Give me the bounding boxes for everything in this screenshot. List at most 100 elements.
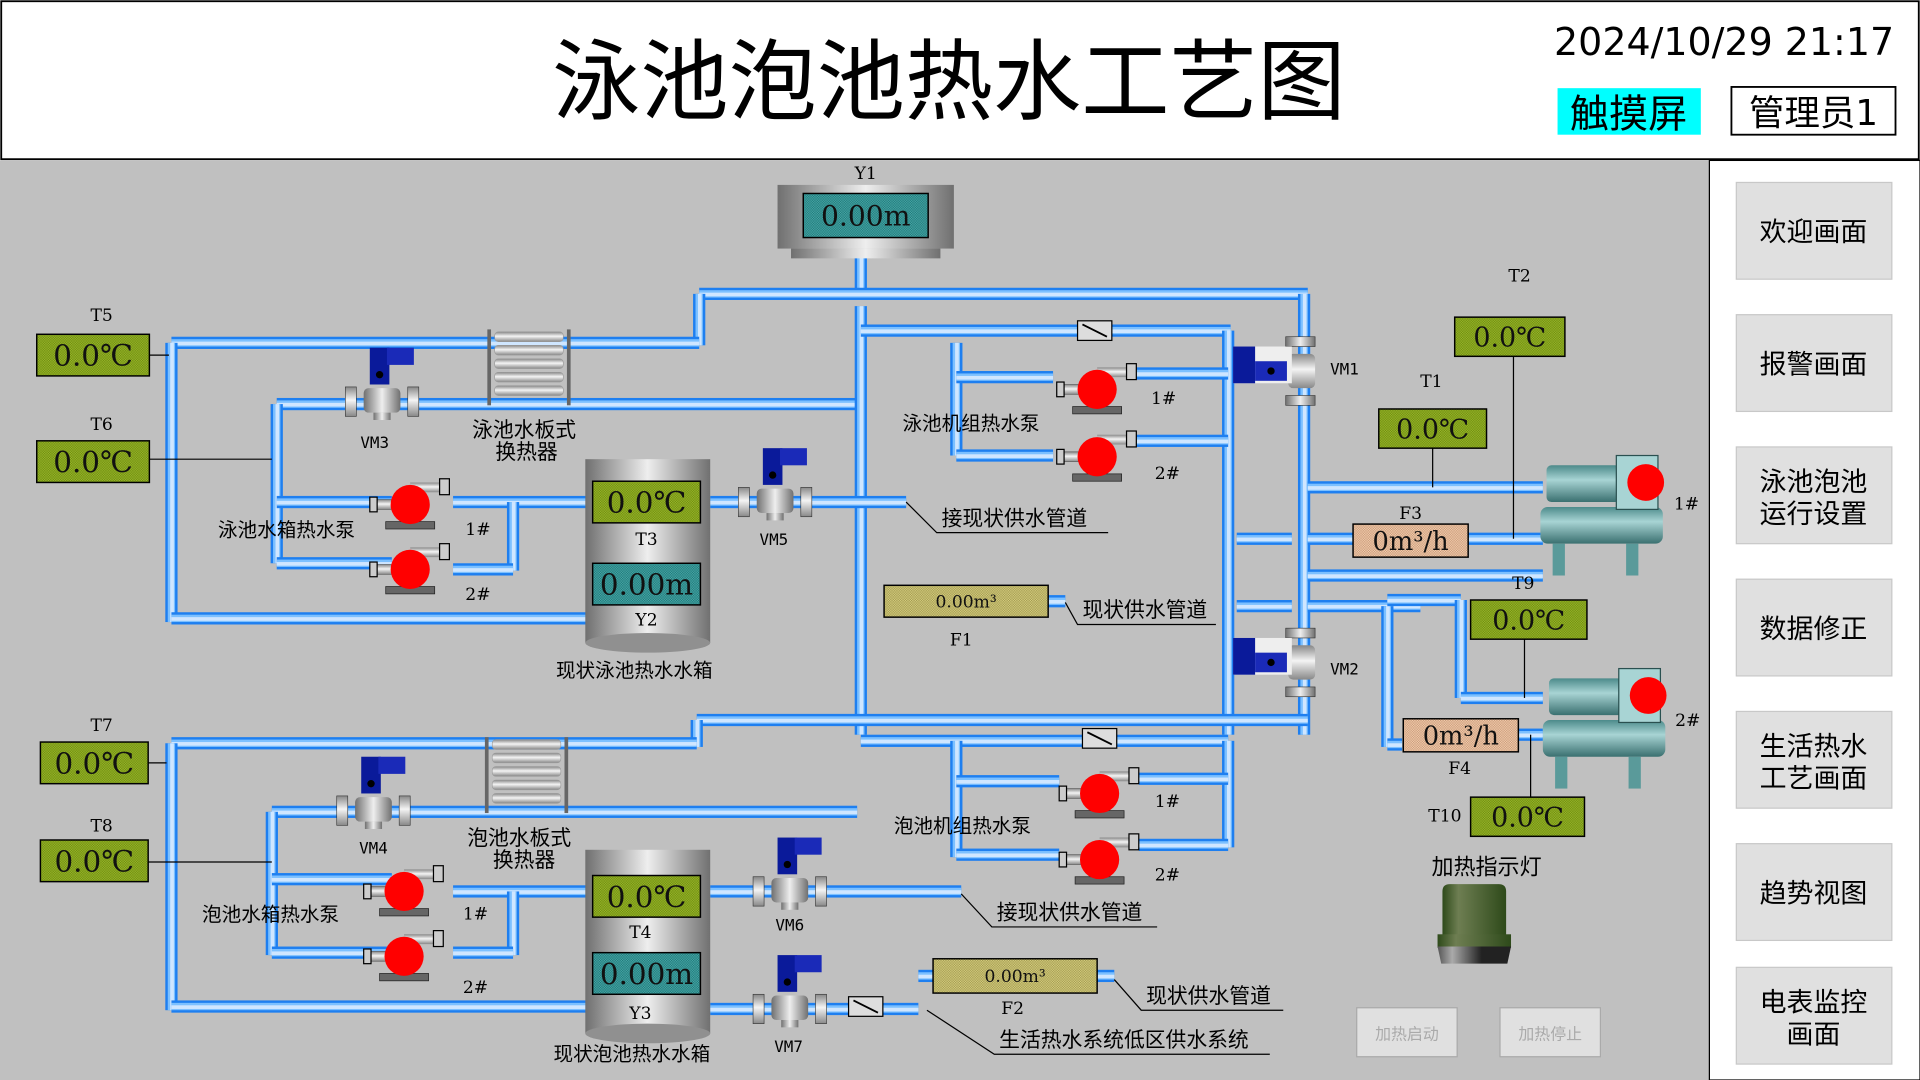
spa-hx-label: 泡池水板式 <box>467 826 571 850</box>
pipe-segment <box>276 495 392 509</box>
temp-display-t5: 0.0℃ <box>35 333 151 377</box>
touch-mode-badge <box>1557 88 1701 135</box>
motor-valve-vm3[interactable] <box>345 347 420 420</box>
temp-display-t10-value: 0.0℃ <box>1491 802 1564 833</box>
pipe-segment <box>956 371 1054 384</box>
spa-tank-pump-1[interactable] <box>363 865 444 917</box>
pipe-network <box>165 257 1543 1016</box>
sensor-tag-f1: F1 <box>950 630 973 650</box>
pump-status-indicator <box>390 484 430 525</box>
pipe-segment <box>165 743 178 1011</box>
to-supply-pipe-label-2: 接现状供水管道 <box>997 901 1143 925</box>
chiller-status-indicator <box>1629 677 1667 714</box>
swim-unit-pump-1[interactable] <box>1056 363 1137 415</box>
touch-mode-label: 触摸屏 <box>1570 92 1688 137</box>
motor-valve-vm6[interactable] <box>752 837 827 910</box>
motor-valve-vm1[interactable] <box>1233 336 1316 406</box>
nav-button-6[interactable]: 趋势视图 <box>1735 843 1893 942</box>
heating-indicator-label: 加热指示灯 <box>1431 855 1541 880</box>
pipe-segment <box>1138 838 1229 852</box>
label-layer: T5T6T7T8Y1T3Y2T4Y3T2T1F3T9F4T10F1F21#2#1… <box>90 164 1700 1066</box>
pipe-segment <box>950 740 963 858</box>
low-zone-supply-label: 生活热水系统低区供水系统 <box>999 1028 1249 1052</box>
pipe-segment <box>1138 772 1229 785</box>
spa-unit-pump-2[interactable] <box>1058 833 1140 885</box>
pipe-segment <box>1236 600 1292 613</box>
strainer-swim <box>1076 320 1113 342</box>
pipe-segment <box>950 342 963 456</box>
pipe-segment <box>956 848 1060 861</box>
temp-display-t5-value: 0.0℃ <box>53 339 133 373</box>
pipe-segment <box>1307 481 1543 494</box>
swim-tank-pump-1[interactable] <box>369 478 450 530</box>
valve-label: VM1 <box>1330 360 1359 379</box>
pipe-segment <box>276 557 392 570</box>
heat-pump-unit-2[interactable] <box>1542 667 1667 789</box>
temp-display-t6: 0.0℃ <box>35 440 151 484</box>
totalizer-f2: 0.00m³ <box>932 958 1098 994</box>
sensor-tag-f3: F3 <box>1399 504 1422 524</box>
nav-button-1[interactable]: 欢迎画面 <box>1735 181 1893 280</box>
sensor-tag-t1: T1 <box>1420 372 1442 392</box>
temp-display-t1-value: 0.0℃ <box>1396 414 1469 445</box>
strainer-spa <box>1081 727 1118 749</box>
motor-valve-vm4[interactable] <box>336 756 411 829</box>
temp-display-t3-value: 0.0℃ <box>607 486 687 520</box>
motor-valve-vm2[interactable] <box>1233 627 1316 698</box>
datetime: 2024/10/29 21:17 <box>1554 20 1894 64</box>
pipe-segment <box>171 1000 588 1013</box>
temp-display-t10: 0.0℃ <box>1469 796 1586 838</box>
sensor-tag-t10: T10 <box>1428 807 1461 827</box>
swim-unit-pump-2[interactable] <box>1056 430 1137 482</box>
user-button[interactable] <box>1730 86 1897 136</box>
temp-display-t6-value: 0.0℃ <box>53 445 133 479</box>
pump-number: 2# <box>1155 464 1180 484</box>
swim-tank-pump-2[interactable] <box>369 543 450 595</box>
plate-heat-exchanger-swim <box>487 329 571 406</box>
motor-valve-vm5[interactable] <box>738 448 813 521</box>
pipe-segment <box>1222 330 1235 735</box>
motor-valve-vm7[interactable] <box>752 955 827 1028</box>
heat-stop-button[interactable]: 加热停止 <box>1499 1007 1602 1058</box>
temp-display-t2: 0.0℃ <box>1453 316 1566 358</box>
equipment-layer: 0.0℃0.0℃0.0℃0.0℃0.00m0.0℃0.00m0.0℃0.00m0… <box>35 184 1667 1058</box>
supply-pipe-label-1: 现状供水管道 <box>1082 598 1207 622</box>
valve-label: VM6 <box>775 916 804 935</box>
sensor-tag-t8: T8 <box>90 816 112 836</box>
spa-hx-label-2: 换热器 <box>493 848 556 872</box>
heat-pump-unit-1[interactable] <box>1540 454 1665 576</box>
nav-button-2[interactable]: 报警画面 <box>1735 314 1893 413</box>
nav-button-4[interactable]: 数据修正 <box>1735 578 1893 677</box>
pump-number: 1# <box>1155 792 1180 812</box>
pipe-segment <box>1307 569 1543 582</box>
flow-display-f4: 0m³/h <box>1402 718 1520 753</box>
pipe-segment <box>918 969 936 983</box>
sensor-tag-f2: F2 <box>1001 999 1024 1019</box>
temp-display-t7-value: 0.0℃ <box>54 746 134 780</box>
pipe-segment <box>710 1002 919 1016</box>
temp-display-t4: 0.0℃ <box>591 874 702 918</box>
spa-tank-pump-2[interactable] <box>363 930 444 982</box>
swim-tank-label: 现状泳池热水水箱 <box>556 659 713 682</box>
pipe-segment <box>1381 606 1394 747</box>
heat-start-button[interactable]: 加热启动 <box>1356 1007 1458 1058</box>
sensor-tag-f4: F4 <box>1448 759 1471 779</box>
pipe-segment <box>699 287 1308 300</box>
pipe-segment <box>1095 969 1115 983</box>
flow-display-f3: 0m³/h <box>1352 523 1469 558</box>
swim-tank-pump-label: 泳池水箱热水泵 <box>218 518 355 541</box>
pipe-segment <box>453 495 588 509</box>
sensor-tag-t9: T9 <box>1512 574 1534 594</box>
pipe-segment <box>271 946 392 959</box>
swim-hx-label-2: 换热器 <box>495 440 558 464</box>
level-display-y2: 0.00m <box>591 562 702 606</box>
spa-unit-pump-1[interactable] <box>1058 767 1140 819</box>
temp-display-t3: 0.0℃ <box>591 480 702 524</box>
valve-label: VM2 <box>1330 660 1359 679</box>
